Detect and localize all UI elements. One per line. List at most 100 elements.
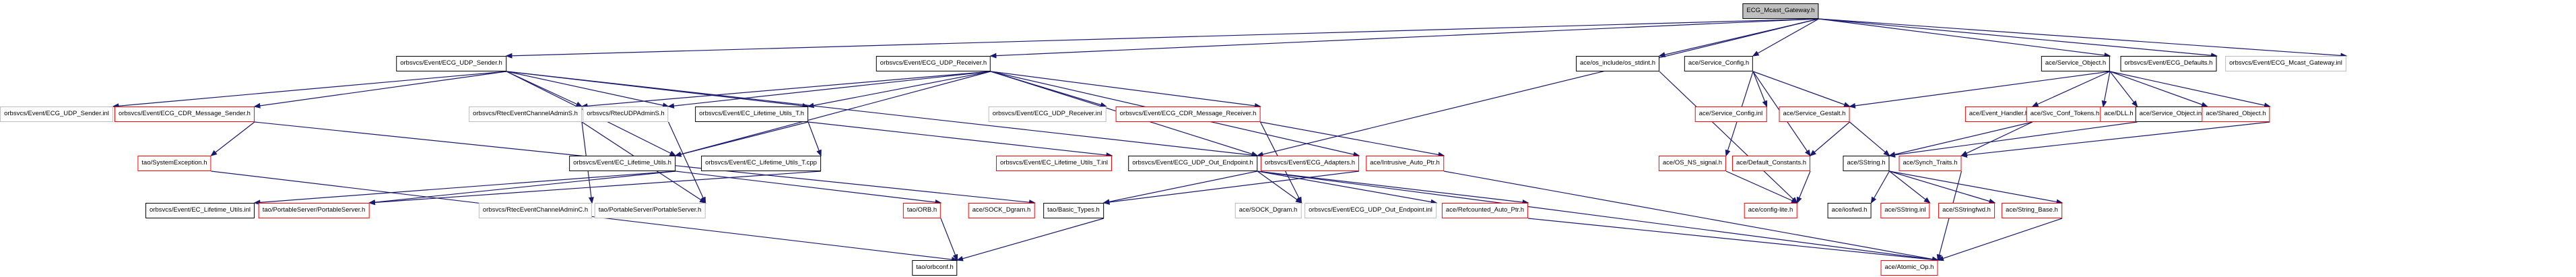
include-edge [1818,18,2348,59]
graph-node[interactable]: ace/SString.inl [1880,203,1930,218]
include-edge [956,218,1104,261]
graph-node[interactable]: orbsvcs/Event/ECG_UDP_Out_Endpoint.h [1128,156,1257,171]
graph-node[interactable]: ace/Atomic_Op.h [1880,260,1938,276]
include-edge [1888,121,2033,157]
graph-node[interactable]: orbsvcs/Event/ECG_Mcast_Gateway.inl [2225,56,2346,71]
include-edge [1260,121,1445,158]
graph-node[interactable]: tao/Basic_Types.h [1043,203,1104,218]
graph-node[interactable]: orbsvcs/Event/ECG_CDR_Message_Receiver.h [1115,106,1261,122]
include-edge [1818,18,2218,59]
include-edge [1960,121,2270,158]
include-edge [1752,71,1768,108]
include-edge [506,71,669,109]
include-edge [1257,171,1438,205]
graph-node[interactable]: ace/Intrusive_Auto_Ptr.h [1366,156,1444,171]
include-edge [1659,71,1798,204]
include-edge [2109,71,2138,108]
graph-node[interactable]: orbsvcs/Event/ECG_UDP_Sender.inl [0,106,113,122]
graph-node[interactable]: orbsvcs/RtecEventChannelAdminC.h [478,203,593,218]
graph-node[interactable]: orbsvcs/Event/ECG_UDP_Receiver.inl [988,106,1107,122]
include-edge [1960,121,2033,156]
graph-node[interactable]: tao/SystemException.h [137,156,211,171]
graph-node[interactable]: ace/Service_Object.h [2041,56,2111,71]
include-edge [210,121,255,156]
graph-node[interactable]: ace/OS_NS_signal.h [1658,156,1727,171]
include-edge [1937,218,2063,261]
include-edge [675,171,942,205]
graph-node[interactable]: ace/Event_Handler.h [1964,106,2033,122]
include-edge [1796,171,1811,204]
include-edge [112,71,507,109]
include-edge [1849,121,1890,156]
graph-node[interactable]: orbsvcs/Event/EC_Lifetime_Utils_T.cpp [701,156,821,171]
include-edge [1889,171,1996,204]
graph-node[interactable]: ace/config-lite.h [1744,203,1797,218]
include-edge [368,171,822,206]
include-edge [1889,171,2063,205]
graph-node[interactable]: ace/Service_Config.h [1684,56,1754,71]
include-edge [253,71,507,109]
graph-node[interactable]: tao/orbconf.h [912,260,958,276]
graph-node[interactable]: orbsvcs/Event/EC_Lifetime_Utils.inl [145,203,255,218]
include-edge [1257,171,1529,205]
include-edge [1725,171,1798,204]
graph-node[interactable]: tao/PortableServer/PortableServer.h [594,203,706,218]
graph-node-root[interactable]: ECG_Mcast_Gateway.h [1742,3,1819,19]
graph-node[interactable]: ace/Service_Config.inl [1694,106,1767,122]
graph-node[interactable]: orbsvcs/Event/ECG_UDP_Sender.h [396,56,506,71]
graph-node[interactable]: orbsvcs/RtecEventChannelAdminS.h [469,106,582,122]
include-edge [2109,71,2208,107]
graph-node[interactable]: ace/os_include/os_stdint.h [1576,56,1659,71]
graph-node[interactable]: orbsvcs/Event/EC_Lifetime_Utils_T.h [695,106,808,122]
graph-node[interactable]: ace/SOCK_Dgram.h [1234,203,1302,218]
include-edge [1752,71,1851,107]
include-edge [581,71,991,109]
include-edge [1818,18,2111,58]
include-edge [990,71,1261,109]
graph-node[interactable]: ace/SOCK_Dgram.h [968,203,1035,218]
graph-node[interactable]: ace/Shared_Object.h [2202,106,2270,122]
graph-node[interactable]: orbsvcs/Event/ECG_CDR_Message_Sender.h [114,106,255,122]
graph-node[interactable]: ace/iosfwd.h [1827,203,1872,218]
graph-node[interactable]: ace/Default_Constants.h [1731,156,1811,171]
graph-node[interactable]: orbsvcs/RtecUDPAdminS.h [583,106,669,122]
graph-node[interactable]: tao/ORB.h [902,203,942,218]
graph-node[interactable]: orbsvcs/Event/ECG_Adapters.h [1260,156,1360,171]
include-edge [989,18,1819,59]
include-edge [667,71,991,109]
graph-node[interactable]: ace/Service_Gestalt.h [1779,106,1850,122]
graph-node[interactable]: ace/Synch_Traits.h [1898,156,1962,171]
graph-node[interactable]: orbsvcs/Event/ECG_Defaults.h [2120,56,2217,71]
include-edge [940,218,958,261]
graph-node[interactable]: ace/Refcounted_Auto_Ptr.h [1441,203,1529,218]
include-edge [2031,71,2111,107]
include-edge [1257,171,1302,204]
include-edge [807,121,1113,158]
graph-node[interactable]: orbsvcs/Event/ECG_UDP_Out_Endpoint.inl [1304,203,1436,218]
include-edge [1889,171,1931,204]
include-edge [1752,18,1819,57]
include-edge [1527,218,1939,263]
include-edge [1870,171,1890,204]
include-edge [368,171,676,206]
include-edge [253,171,676,206]
graph-node[interactable]: orbsvcs/Event/EC_Lifetime_Utils_T.inl [996,156,1112,171]
include-edge [506,71,583,107]
graph-node[interactable]: ace/Svc_Conf_Tokens.h [2026,106,2104,122]
graph-node[interactable]: ace/SString.h [1843,156,1890,171]
include-edge [990,71,1107,108]
graph-node[interactable]: orbsvcs/Event/EC_Lifetime_Utils.h [569,156,675,171]
graph-node[interactable]: orbsvcs/Event/ECG_UDP_Receiver.h [876,56,991,71]
include-edge [1102,171,1258,205]
include-edge [2109,71,2271,109]
include-edge [506,71,810,109]
include-edge [1658,18,1819,57]
graph-node[interactable]: ace/SStringfwd.h [1938,203,1995,218]
graph-node[interactable]: ace/DLL.h [2100,106,2138,122]
include-edge [1256,18,1819,157]
include-edge [2101,71,2111,108]
graph-node[interactable]: tao/PortableServer/PortableServer.h [258,203,370,218]
graph-node[interactable]: ace/String_Base.h [2002,203,2062,218]
graph-node[interactable]: ace/Service_Object.inl [2135,106,2208,122]
